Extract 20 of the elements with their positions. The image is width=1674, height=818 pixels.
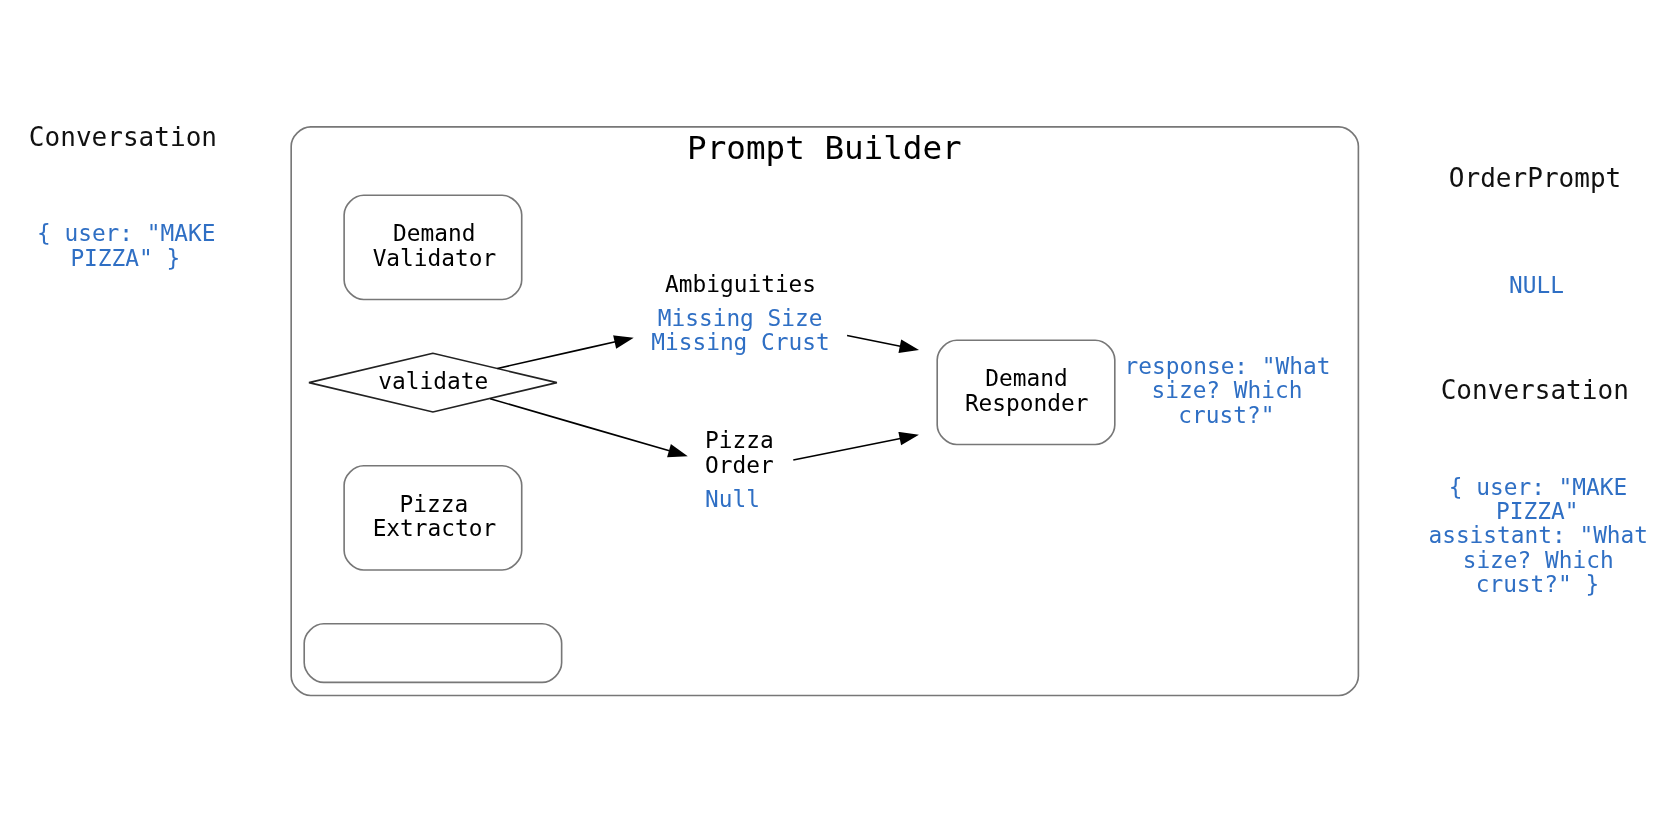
node-box: Demand Validator [343,193,523,300]
label: NULL [1509,271,1565,298]
label: Conversation [1440,374,1629,405]
node-box: Pizza Extractor [343,464,523,571]
node-box [303,622,563,683]
label: OrderPrompt [1448,162,1622,193]
node-box: Demand Responder [936,338,1116,445]
arrow [792,431,919,461]
node-label: Missing Size Missing Crust [651,304,830,355]
label: { user: "MAKE PIZZA" assistant: "What size? Which crust?" } [1428,473,1649,597]
arrow [496,334,634,369]
node-label: response: "What size? Which crust?" [1124,352,1331,428]
arrow [489,397,688,457]
node-label: Null [705,485,760,512]
node-diamond: validate [308,351,558,413]
node-text: Ambiguities [665,270,817,297]
arrow [846,334,919,353]
label: { user: "MAKE PIZZA" } [37,219,216,271]
node-text: Pizza Order [705,426,774,478]
label: Conversation [28,121,218,152]
